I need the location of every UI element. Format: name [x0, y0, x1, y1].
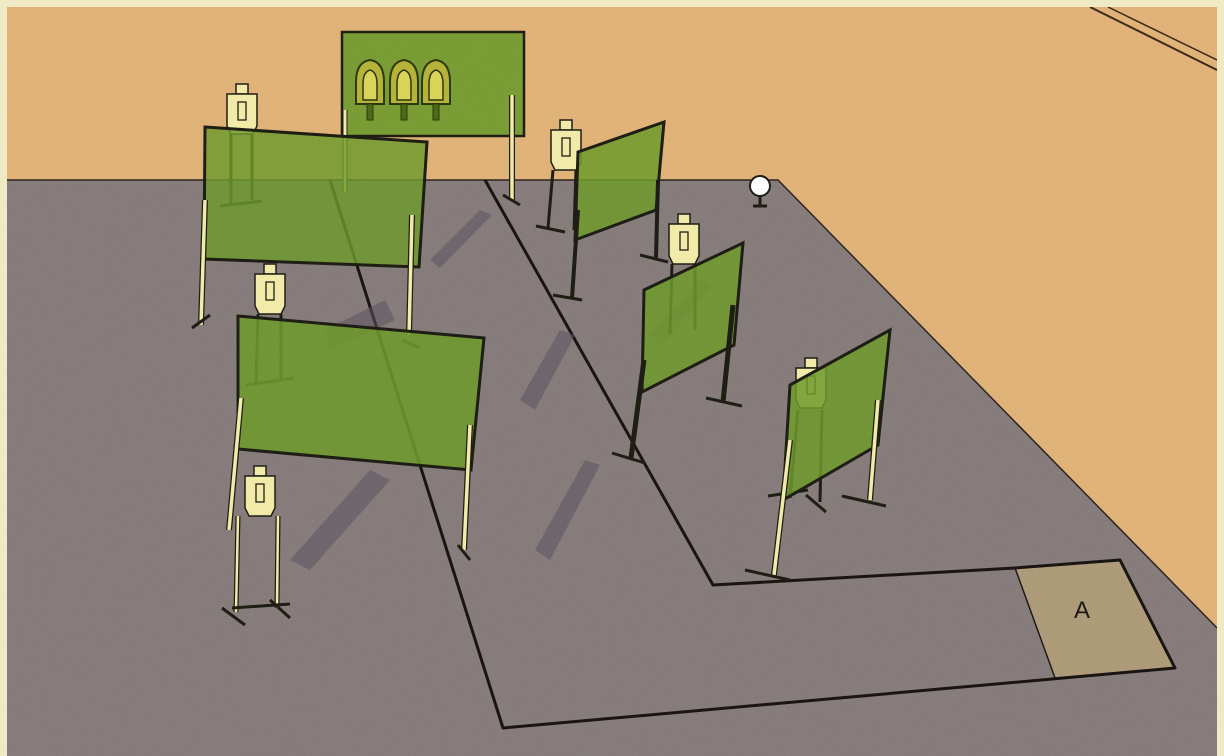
shooting-box-label: A: [1074, 597, 1090, 624]
range-scene: A: [7, 7, 1217, 756]
